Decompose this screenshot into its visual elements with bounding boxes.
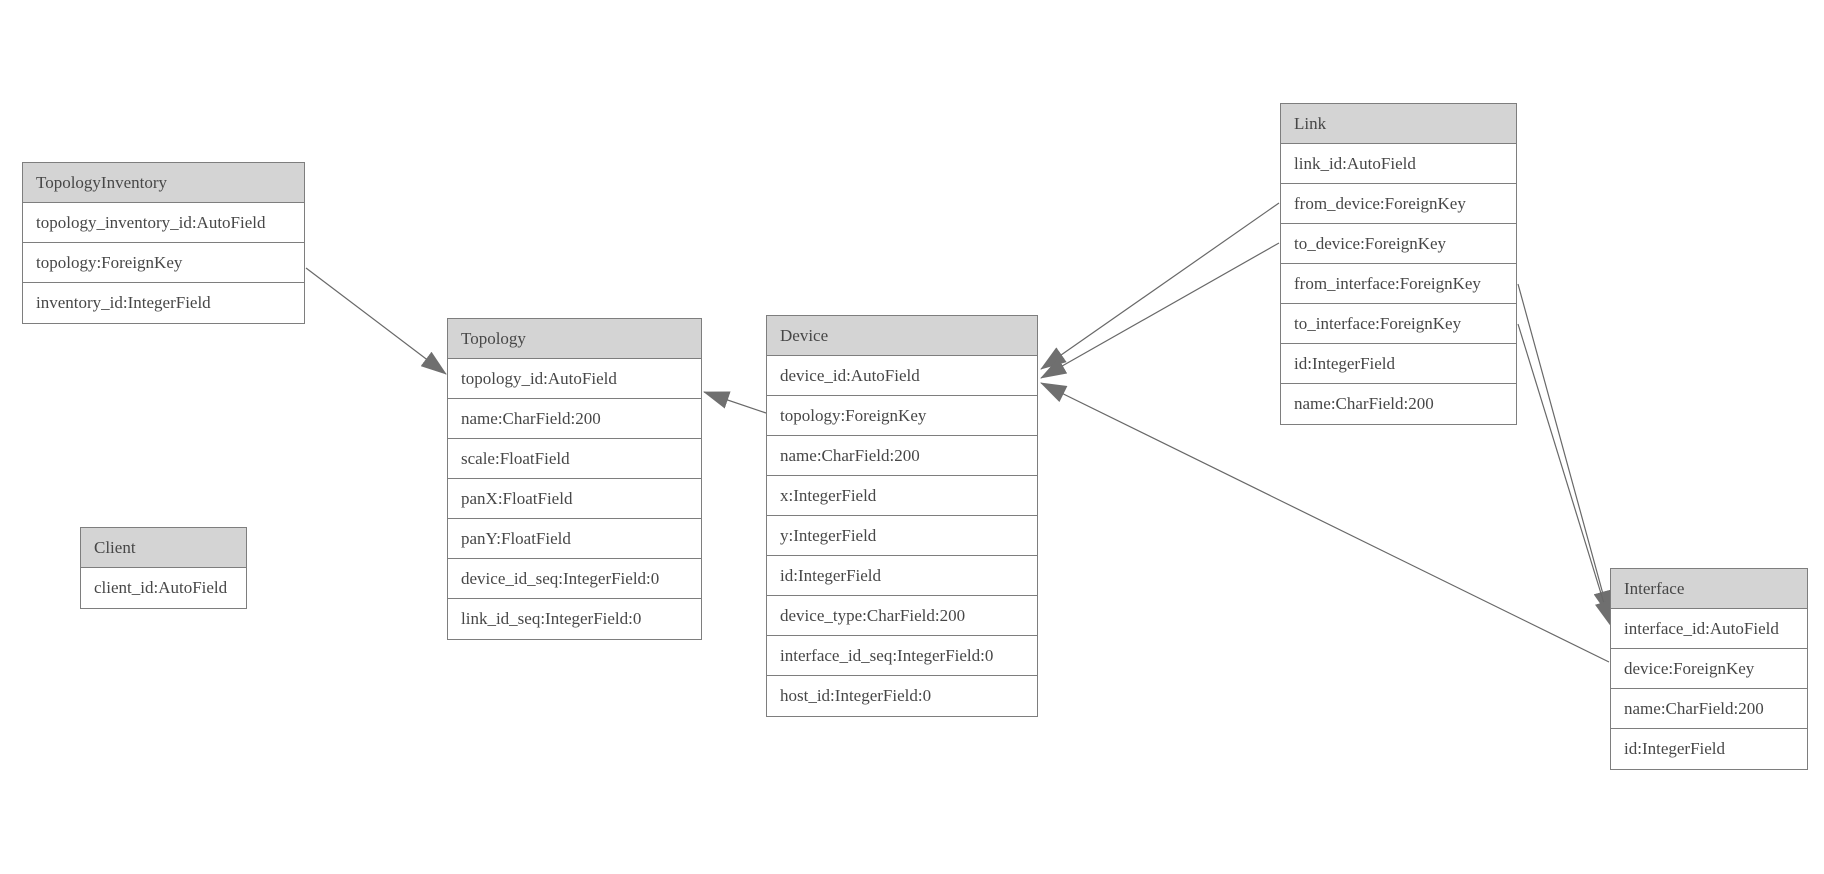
field-link-to_device: to_device:ForeignKey bbox=[1281, 224, 1516, 264]
entity-title-device: Device bbox=[767, 316, 1037, 356]
field-topology-panX: panX:FloatField bbox=[448, 479, 701, 519]
entity-title-topology: Topology bbox=[448, 319, 701, 359]
relation-interface-device bbox=[1040, 382, 1610, 663]
field-device-device_id: device_id:AutoField bbox=[767, 356, 1037, 396]
field-device-y: y:IntegerField bbox=[767, 516, 1037, 556]
relation-device-topology bbox=[703, 391, 767, 414]
field-link-to_interface: to_interface:ForeignKey bbox=[1281, 304, 1516, 344]
field-topology-inventory-topology_inventory_id: topology_inventory_id:AutoField bbox=[23, 203, 304, 243]
field-interface-id: id:IntegerField bbox=[1611, 729, 1807, 769]
field-link-id: id:IntegerField bbox=[1281, 344, 1516, 384]
field-device-topology: topology:ForeignKey bbox=[767, 396, 1037, 436]
relation-link-to-device bbox=[1040, 242, 1280, 379]
field-link-from_device: from_device:ForeignKey bbox=[1281, 184, 1516, 224]
field-interface-name: name:CharField:200 bbox=[1611, 689, 1807, 729]
field-topology-inventory-topology: topology:ForeignKey bbox=[23, 243, 304, 283]
entity-title-interface: Interface bbox=[1611, 569, 1807, 609]
field-topology-scale: scale:FloatField bbox=[448, 439, 701, 479]
entity-title-client: Client bbox=[81, 528, 246, 568]
entity-title-link: Link bbox=[1281, 104, 1516, 144]
field-topology-inventory-inventory_id: inventory_id:IntegerField bbox=[23, 283, 304, 323]
field-interface-device: device:ForeignKey bbox=[1611, 649, 1807, 689]
field-interface-interface_id: interface_id:AutoField bbox=[1611, 609, 1807, 649]
field-device-interface_id_seq: interface_id_seq:IntegerField:0 bbox=[767, 636, 1037, 676]
relation-link-from-interface bbox=[1517, 283, 1612, 617]
field-topology-panY: panY:FloatField bbox=[448, 519, 701, 559]
field-topology-device_id_seq: device_id_seq:IntegerField:0 bbox=[448, 559, 701, 599]
entity-title-topology-inventory: TopologyInventory bbox=[23, 163, 304, 203]
relation-link-to-interface bbox=[1517, 323, 1613, 627]
field-link-link_id: link_id:AutoField bbox=[1281, 144, 1516, 184]
field-device-id: id:IntegerField bbox=[767, 556, 1037, 596]
field-link-from_interface: from_interface:ForeignKey bbox=[1281, 264, 1516, 304]
field-topology-link_id_seq: link_id_seq:IntegerField:0 bbox=[448, 599, 701, 639]
field-device-name: name:CharField:200 bbox=[767, 436, 1037, 476]
field-client-client_id: client_id:AutoField bbox=[81, 568, 246, 608]
field-topology-topology_id: topology_id:AutoField bbox=[448, 359, 701, 399]
field-topology-name: name:CharField:200 bbox=[448, 399, 701, 439]
field-device-host_id: host_id:IntegerField:0 bbox=[767, 676, 1037, 716]
field-device-x: x:IntegerField bbox=[767, 476, 1037, 516]
relation-topologyinventory-topology bbox=[305, 267, 447, 375]
field-link-name: name:CharField:200 bbox=[1281, 384, 1516, 424]
relation-link-from-device bbox=[1040, 202, 1280, 370]
field-device-device_type: device_type:CharField:200 bbox=[767, 596, 1037, 636]
